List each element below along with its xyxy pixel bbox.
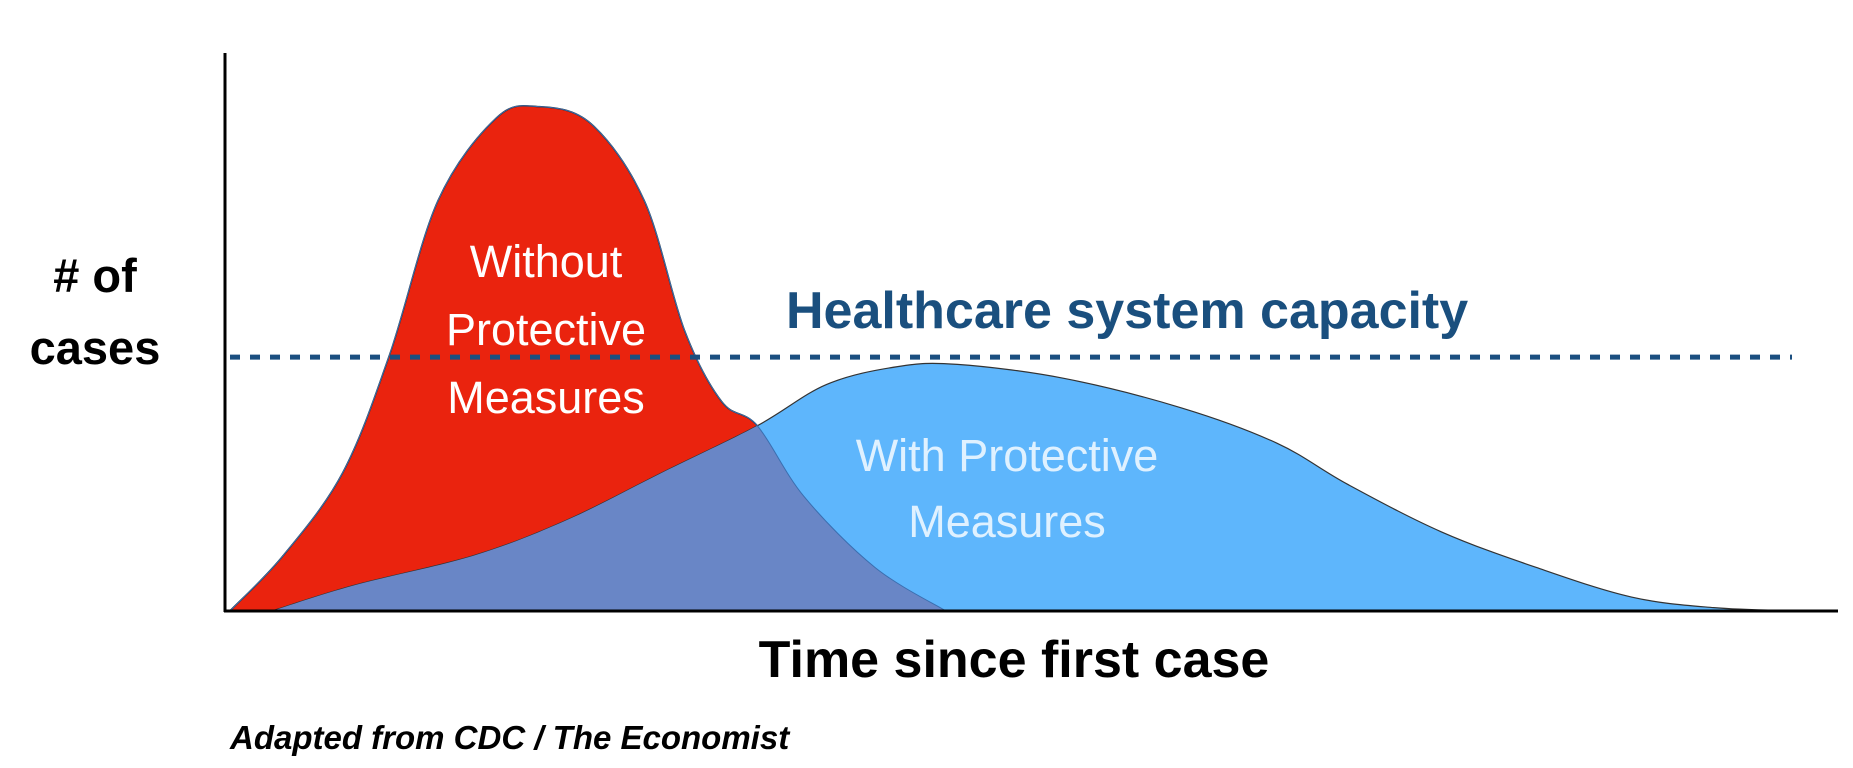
series-outline-without-measures xyxy=(229,105,947,612)
source-note: Adapted from CDC / The Economist xyxy=(230,719,790,756)
series-label-line: With Protective xyxy=(855,430,1159,481)
y-axis-label: # of cases xyxy=(0,240,190,384)
y-axis-label-line: # of xyxy=(53,249,137,302)
series-label-without-measures: Without Protective Measures xyxy=(396,228,696,432)
series-label-line: Protective xyxy=(445,304,647,355)
series-label-line: Measures xyxy=(447,372,645,423)
series-label-line: Measures xyxy=(908,496,1106,547)
x-axis-label: Time since first case xyxy=(758,631,1270,689)
overlap-area xyxy=(271,363,947,611)
y-axis-label-line: cases xyxy=(29,321,161,374)
capacity-label: Healthcare system capacity xyxy=(786,282,1469,340)
series-label-line: Without xyxy=(469,236,623,287)
series-label-with-measures: With Protective Measures xyxy=(807,423,1207,555)
